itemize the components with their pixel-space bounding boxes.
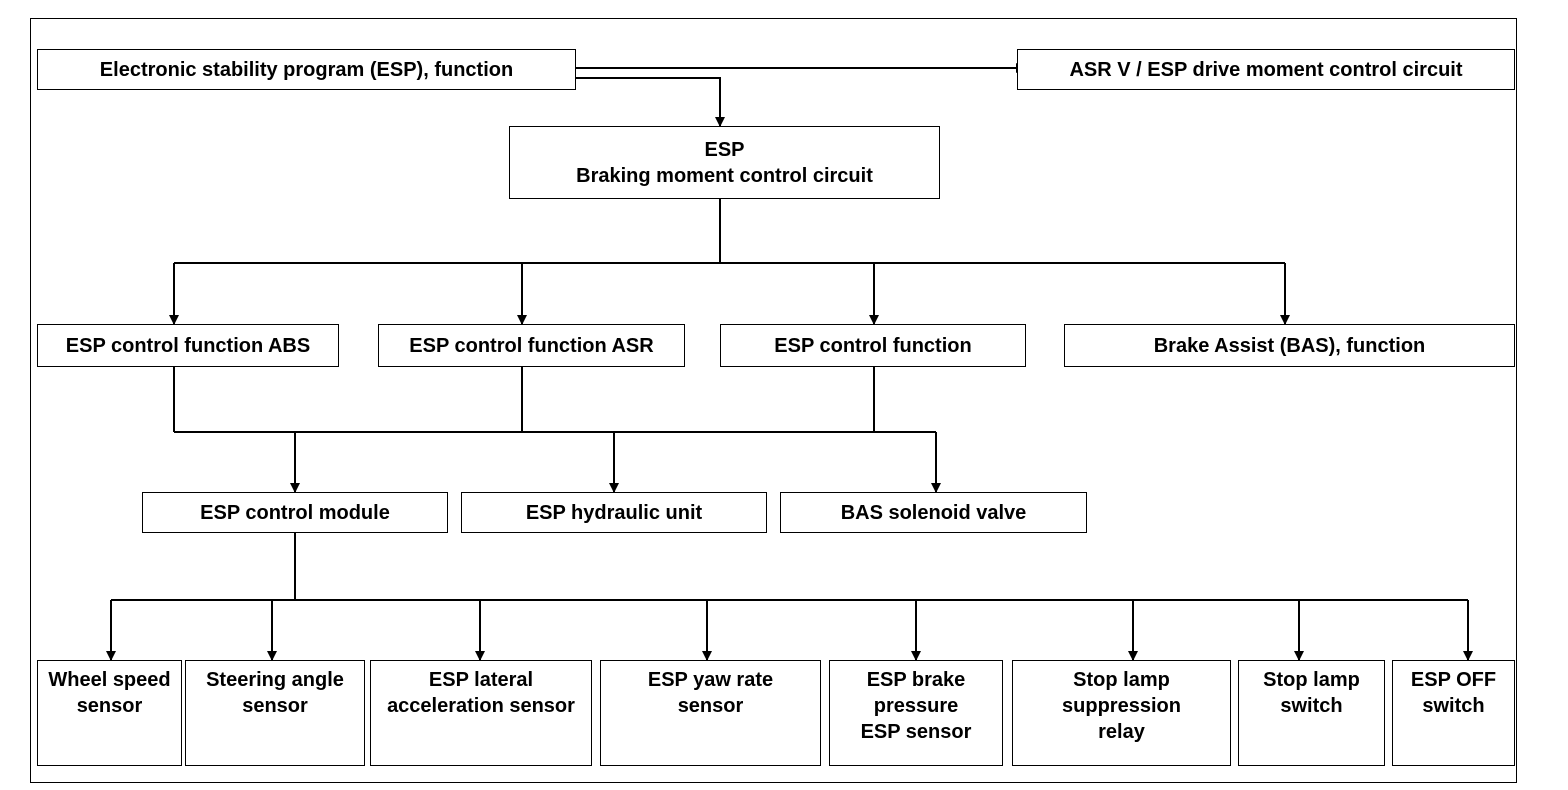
connector-esp-to-braking-circuit (576, 77, 725, 127)
node-control-function-asr: ESP control function ASR (378, 324, 685, 367)
node-bas-solenoid-valve: BAS solenoid valve (780, 492, 1087, 533)
node-brake-assist-function: Brake Assist (BAS), function (1064, 324, 1515, 367)
node-control-module: ESP control module (142, 492, 448, 533)
node-brake-pressure-sensor: ESP brake pressure ESP sensor (829, 660, 1003, 766)
node-lateral-acceleration-sensor: ESP lateral acceleration sensor (370, 660, 592, 766)
node-asr-drive-moment-circuit: ASR V / ESP drive moment control circuit (1017, 49, 1515, 90)
node-yaw-rate-sensor: ESP yaw rate sensor (600, 660, 821, 766)
node-stop-lamp-suppression-relay: Stop lamp suppression relay (1012, 660, 1231, 766)
node-steering-angle-sensor: Steering angle sensor (185, 660, 365, 766)
node-control-function-abs: ESP control function ABS (37, 324, 339, 367)
node-control-function: ESP control function (720, 324, 1026, 367)
node-esp-function: Electronic stability program (ESP), func… (37, 49, 576, 90)
node-stop-lamp-switch: Stop lamp switch (1238, 660, 1385, 766)
diagram-frame (30, 18, 1517, 783)
node-braking-moment-circuit: ESP Braking moment control circuit (509, 126, 940, 199)
node-esp-off-switch: ESP OFF switch (1392, 660, 1515, 766)
node-wheel-speed-sensor: Wheel speed sensor (37, 660, 182, 766)
node-hydraulic-unit: ESP hydraulic unit (461, 492, 767, 533)
